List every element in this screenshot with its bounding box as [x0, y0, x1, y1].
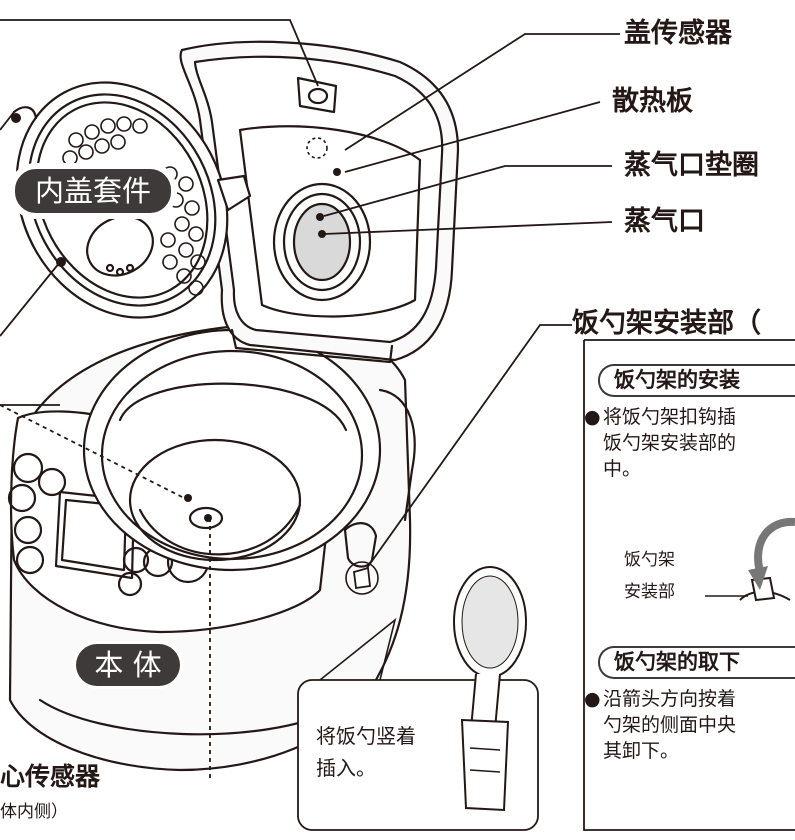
lid-sensor-label: 盖传感器: [624, 18, 732, 49]
install-text-line-2: 饭勺架安装部的: [603, 432, 737, 454]
leader-lines: [0, 19, 620, 778]
center-sensor-sub-label: 体内侧）: [0, 802, 68, 822]
remove-text-line-2: 勺架的侧面中央: [603, 714, 737, 736]
center-sensor-label: 心传感器: [0, 762, 101, 791]
install-section-heading: 饭勺架的安装: [598, 364, 795, 397]
bullet-icon: ●: [584, 688, 601, 710]
paddle-callout-box: [297, 566, 539, 831]
inner-lid-set-text: 内盖套件: [34, 173, 151, 208]
body-badge: 本 体: [76, 644, 180, 686]
paddle-callout-line-1: 将饭勺竖着: [316, 724, 416, 748]
inner-lid-set-badge: 内盖套件: [12, 166, 174, 216]
info-panel: [583, 339, 795, 831]
remove-text-line-3: 其卸下。: [603, 740, 680, 762]
install-section-text: ●将饭勺架扣钩插 饭勺架安装部的 中。: [584, 404, 795, 482]
remove-text-line-1: 沿箭头方向按着: [603, 688, 737, 710]
paddle-callout-line-2: 插入。: [316, 756, 376, 780]
remove-section-text: ●沿箭头方向按着 勺架的侧面中央 其卸下。: [584, 686, 795, 764]
remove-section-heading: 饭勺架的取下: [598, 646, 795, 679]
vent-gasket-label: 蒸气口垫圈: [624, 150, 759, 181]
install-fig-label-2: 安装部: [624, 582, 675, 602]
install-fig-label-1: 饭勺架: [624, 550, 675, 570]
install-text-line-1: 将饭勺架扣钩插: [603, 406, 737, 428]
paddle-holder-mount-label: 饭勺架安装部（: [572, 308, 761, 339]
vent-label: 蒸气口: [624, 206, 705, 237]
bullet-icon: ●: [584, 406, 601, 428]
heat-plate-label: 散热板: [612, 86, 693, 117]
body-text: 本 体: [94, 647, 162, 682]
install-text-line-3: 中。: [603, 458, 642, 480]
